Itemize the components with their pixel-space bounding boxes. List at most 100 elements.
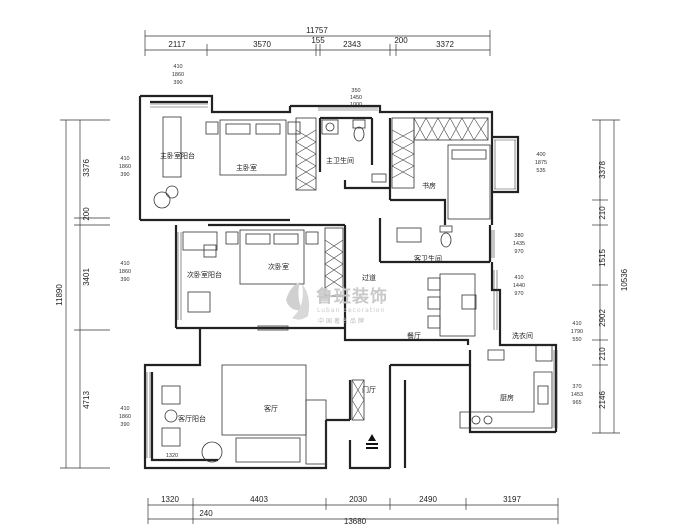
master-bed [219, 119, 287, 176]
win-label: 970 [514, 291, 523, 297]
nightstand [205, 121, 219, 135]
win-label: 1000 [350, 102, 362, 108]
win-label: 1875 [535, 160, 547, 166]
dining-table [439, 273, 476, 337]
bottom-dim-2: 4403 [250, 495, 268, 504]
win-label: 1860 [119, 414, 131, 420]
win-label: 370 [572, 384, 581, 390]
entrance-cabinet [351, 379, 365, 421]
furniture [153, 116, 553, 465]
balcony-table [162, 116, 182, 178]
bottom-dimensions: 1320 4403 2030 2490 3197 240 13680 [147, 495, 559, 525]
watermark-english: Luban decoration [317, 307, 385, 314]
win-label: 390 [120, 277, 129, 283]
plant [201, 441, 223, 463]
bottom-total-dim: 13680 [344, 517, 367, 525]
win-label: 1860 [119, 269, 131, 275]
label-kitchen: 厨房 [500, 393, 514, 402]
top-dim-5: 200 [394, 36, 408, 45]
win-label: 1860 [119, 164, 131, 170]
window-labels: 410 1860 390 350 1450 1000 410 1860 390 … [119, 64, 583, 428]
win-label: 390 [173, 80, 182, 86]
left-dim-1: 3376 [82, 159, 91, 177]
nightstand [287, 121, 301, 135]
nightstand [225, 231, 239, 245]
win-label: 1860 [172, 72, 184, 78]
right-dimensions: 3378 210 1515 2902 210 2146 10536 [592, 119, 629, 434]
win-label: 410 [572, 321, 581, 327]
toilet-tank [439, 225, 453, 233]
nightstand [305, 231, 319, 245]
room-labels: 主卧室阳台 主卧室 主卫生间 书房 次卧室阳台 次卧室 客卫生间 过道 餐厅 洗… [160, 151, 533, 459]
entrance-mark [366, 447, 378, 449]
label-master-balcony: 主卧室阳台 [160, 151, 195, 160]
bottom-dim-1: 1320 [161, 495, 179, 504]
left-dim-3: 3401 [82, 268, 91, 286]
bath-sink [321, 119, 339, 135]
win-label: 410 [120, 156, 129, 162]
dining-chair [427, 277, 441, 291]
win-label: 1440 [513, 283, 525, 289]
watermark-logo-icon [286, 282, 310, 320]
left-dim-4: 4713 [82, 391, 91, 409]
guest-toilet [440, 232, 452, 248]
right-dim-1: 3378 [598, 161, 607, 179]
left-dim-2: 200 [82, 207, 91, 221]
dining-chair [461, 294, 477, 310]
pillow [225, 123, 251, 135]
win-label: 390 [120, 422, 129, 428]
bottom-dim-5: 3197 [503, 495, 521, 504]
entrance-arrow [368, 434, 376, 441]
label-guest-bath: 客卫生间 [414, 254, 442, 263]
label-entrance: 门厅 [362, 385, 376, 394]
dining-chair [427, 296, 441, 310]
balcony-chair [153, 191, 171, 209]
pillow [255, 123, 281, 135]
top-dimensions: 11757 2117 3570 155 2343 200 3372 [144, 26, 491, 56]
balcony-chair [161, 385, 181, 405]
desk-chair [203, 244, 217, 258]
win-label: 1790 [571, 329, 583, 335]
win-label: 350 [351, 88, 360, 94]
label-living-room: 客厅 [264, 404, 278, 413]
label-second-balcony: 次卧室阳台 [187, 270, 222, 279]
left-dimensions: 3376 200 3401 4713 11890 [55, 119, 110, 469]
walls [138, 94, 558, 470]
master-wardrobe [295, 117, 317, 191]
right-dim-6: 2146 [598, 391, 607, 409]
win-label: 410 [514, 275, 523, 281]
label-second-bedroom: 次卧室 [268, 262, 289, 271]
right-dim-4: 2902 [598, 309, 607, 327]
dining-chair [427, 315, 441, 329]
bath-sink-basin [325, 122, 335, 132]
win-label: 965 [572, 400, 581, 406]
label-master-bath: 主卫生间 [326, 156, 354, 165]
label-balcony-length: 1320 [166, 453, 178, 459]
pillow [273, 233, 299, 245]
top-dim-3: 155 [311, 36, 325, 45]
balcony-chair [161, 427, 181, 447]
pillow [451, 149, 487, 160]
label-corridor: 过道 [362, 273, 376, 282]
label-study: 书房 [422, 181, 436, 190]
top-dim-6: 3372 [436, 40, 454, 49]
right-dim-5: 210 [598, 347, 607, 361]
pillow [245, 233, 271, 245]
top-total-dim: 11757 [306, 26, 328, 35]
label-master-bedroom: 主卧室 [236, 163, 257, 172]
bottom-dim-3: 2030 [349, 495, 367, 504]
bottom-dim-small: 240 [199, 509, 213, 518]
living-area [221, 364, 307, 436]
balcony-chair [165, 185, 179, 199]
win-label: 1450 [350, 95, 362, 101]
study-shelves [391, 117, 489, 189]
win-label: 550 [572, 337, 581, 343]
second-wardrobe [324, 227, 344, 297]
win-label: 400 [536, 152, 545, 158]
watermark: 鲁班装饰 Luban decoration 中国著名品牌 [286, 282, 387, 325]
label-laundry: 洗衣间 [512, 331, 533, 340]
win-label: 410 [173, 64, 182, 70]
guest-sink [396, 227, 422, 243]
second-bed [239, 229, 305, 285]
toilet-bowl [353, 126, 365, 142]
